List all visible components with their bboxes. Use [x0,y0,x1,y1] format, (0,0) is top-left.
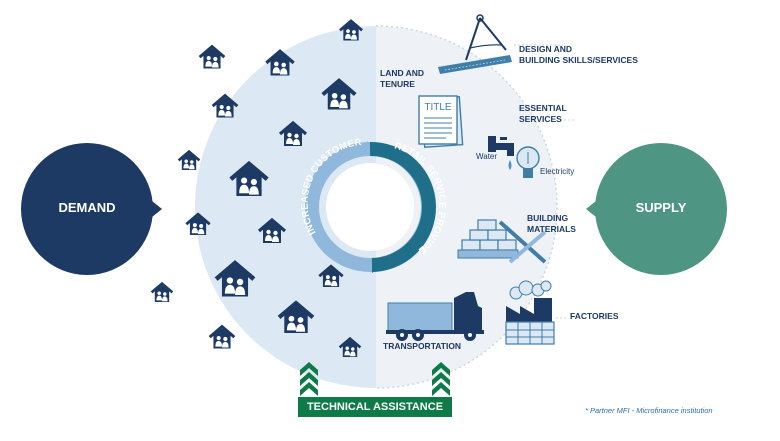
water-label: Water [476,152,498,161]
demand-label: DEMAND [58,200,116,215]
land-tenure-label: LAND AND TENURE [380,68,425,89]
water-tap-icon [488,136,514,170]
truck-icon [386,292,484,341]
demand-half-circle [195,26,376,388]
supply-label: SUPPLY [635,200,687,215]
electricity-label: Electricity [540,167,575,176]
service-ring [305,141,436,273]
technical-assistance-banner: TECHNICAL ASSISTANCE [298,397,452,417]
light-bulb-icon [516,146,540,178]
chevron-up-icon [432,362,450,396]
factory-icon [505,280,555,345]
essential-services-label: ESSENTIAL SERVICES [519,103,567,124]
factories-label: FACTORIES [570,311,619,321]
design-label: DESIGN AND BUILDING SKILLS/SERVICES [519,44,638,65]
house-icon [177,150,201,172]
title-document-icon [418,95,464,149]
building-materials-icon [457,219,547,264]
chevron-up-icon [300,362,318,396]
house-icon [198,45,226,71]
transportation-label: TRANSPORTATION [383,341,462,351]
footnote: * Partner MFI - Microfinance institution [585,406,713,415]
building-materials-label: BUILDING MATERIALS [527,213,576,234]
compass-ruler-icon [438,14,512,74]
title-document-label: TITLE [424,102,452,113]
demand-circle [21,143,162,275]
supply-circle [586,143,727,275]
house-icon [208,325,236,351]
house-icon [150,282,174,304]
